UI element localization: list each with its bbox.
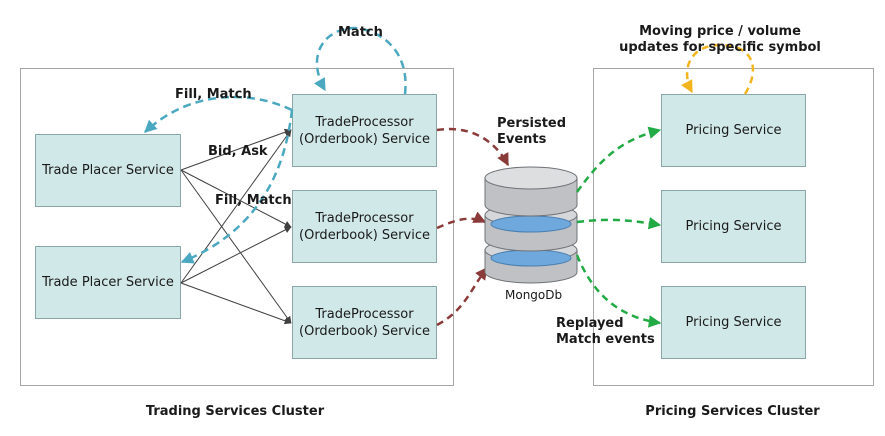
trade-processor-service-3: TradeProcessor (Orderbook) Service [292, 286, 437, 359]
trade-placer-service-2: Trade Placer Service [35, 246, 181, 319]
trading-cluster-label: Trading Services Cluster [145, 404, 325, 419]
replayed-line2: Match events [556, 332, 655, 347]
trade-processor-3-line2: (Orderbook) Service [299, 323, 430, 339]
bid-ask-label: Bid, Ask [208, 144, 268, 159]
connector-tp2-proc1 [180, 129, 292, 284]
pricing-service-3: Pricing Service [661, 286, 806, 359]
connector-tp2-proc3 [180, 282, 292, 325]
persist-arrow-1 [436, 127, 510, 167]
pricing-cluster-label: Pricing Services Cluster [645, 404, 820, 419]
trade-processor-1-line1: TradeProcessor [315, 114, 414, 130]
trade-processor-2-line2: (Orderbook) Service [299, 227, 430, 243]
trade-processor-service-1: TradeProcessor (Orderbook) Service [292, 94, 437, 167]
persisted-events-line2: Events [497, 132, 547, 147]
pricing-service-1-label: Pricing Service [685, 123, 782, 138]
trade-placer-service-1-label: Trade Placer Service [42, 163, 174, 178]
replay-arrow-1 [575, 126, 662, 193]
pricing-service-1: Pricing Service [661, 94, 806, 167]
replayed-line1: Replayed [556, 316, 624, 331]
fill-match-arrow-to-tp1 [144, 95, 293, 133]
moving-price-line1: Moving price / volume [639, 24, 801, 39]
price-update-loop-arrow [681, 43, 755, 95]
replay-arrow-3 [575, 254, 662, 328]
pricing-service-2-label: Pricing Service [685, 219, 782, 234]
bid-ask-connectors [180, 128, 292, 325]
persisted-events-label: Persisted Events [497, 116, 566, 148]
fill-match-label-mid: Fill, Match [215, 193, 292, 208]
mongodb-label: MongoDb [505, 288, 563, 302]
moving-price-line2: updates for specific symbol [619, 40, 821, 55]
teal-arrows [144, 26, 407, 264]
replayed-match-events-label: Replayed Match events [556, 316, 655, 348]
replay-arrow-2 [576, 216, 662, 230]
match-label: Match [338, 25, 383, 40]
connector-tp1-proc3 [180, 169, 292, 324]
connector-tp2-proc2 [180, 226, 292, 284]
mongodb-icon [484, 166, 578, 284]
persist-arrows [436, 127, 510, 327]
trade-processor-2-line1: TradeProcessor [315, 210, 414, 226]
trade-processor-3-line1: TradeProcessor [315, 306, 414, 322]
trade-placer-service-2-label: Trade Placer Service [42, 275, 174, 290]
persist-arrow-3 [436, 267, 488, 327]
fill-match-arrow-to-tp2 [180, 109, 294, 264]
pricing-service-3-label: Pricing Service [685, 315, 782, 330]
connector-tp1-proc2 [180, 169, 292, 228]
persisted-events-line1: Persisted [497, 116, 567, 131]
moving-price-label: Moving price / volume updates for specif… [600, 24, 840, 56]
replay-arrows [575, 126, 662, 328]
trade-processor-service-2: TradeProcessor (Orderbook) Service [292, 190, 437, 263]
connector-tp1-proc1 [180, 128, 292, 171]
trade-placer-service-1: Trade Placer Service [35, 134, 181, 207]
fill-match-label-top: Fill, Match [175, 87, 252, 102]
match-loop-arrow [313, 26, 407, 95]
persist-arrow-2 [436, 211, 487, 230]
pricing-service-2: Pricing Service [661, 190, 806, 263]
trade-processor-1-line2: (Orderbook) Service [299, 131, 430, 147]
